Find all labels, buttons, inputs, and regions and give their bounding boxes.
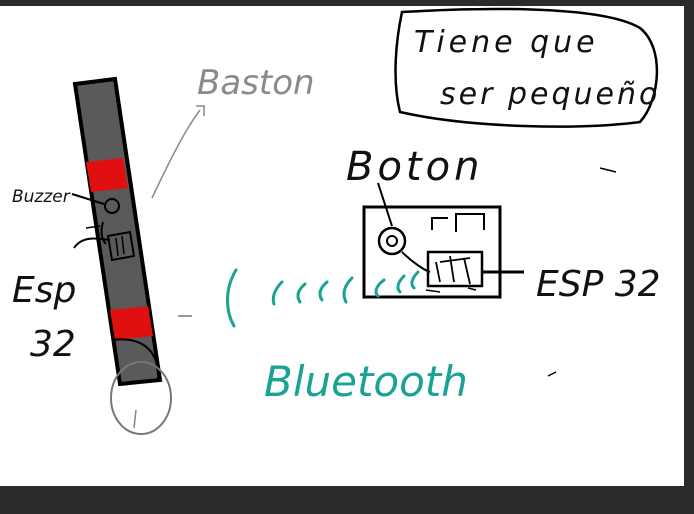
cane-red-band-top bbox=[86, 158, 128, 192]
esp-right-label: ESP 32 bbox=[536, 264, 661, 305]
stray-mark bbox=[599, 167, 617, 173]
bottom-frame bbox=[0, 486, 694, 514]
esp32-cane-component bbox=[73, 225, 136, 262]
button-wire bbox=[401, 251, 431, 273]
cane-red-band-bottom bbox=[110, 306, 153, 340]
cane-tip-mark bbox=[133, 409, 137, 429]
bluetooth-waves bbox=[226, 268, 420, 328]
baston-label: Baston bbox=[197, 63, 315, 103]
stray-mark bbox=[547, 371, 557, 377]
wave-2 bbox=[271, 280, 284, 306]
cane-rubber-tip bbox=[110, 361, 172, 435]
wave-7 bbox=[396, 274, 406, 294]
esp32-remote-box bbox=[426, 250, 484, 288]
boton-label: Boton bbox=[346, 144, 483, 190]
wave-4 bbox=[318, 280, 329, 302]
wave-8 bbox=[410, 270, 420, 290]
remote-box bbox=[362, 182, 524, 299]
cane bbox=[72, 76, 172, 435]
baston-arrow bbox=[151, 109, 201, 199]
baston-arrow-head bbox=[196, 105, 205, 116]
right-frame bbox=[684, 0, 694, 514]
button-inner-circle bbox=[386, 235, 398, 247]
wave-3 bbox=[296, 282, 307, 304]
buzzer-label: Buzzer bbox=[12, 187, 71, 207]
buzzer-pointer bbox=[71, 193, 105, 205]
note-bubble bbox=[394, 7, 659, 128]
buzzer-component bbox=[71, 193, 120, 245]
remote-box-outline bbox=[362, 205, 502, 299]
esp-left-label-line2: 32 bbox=[30, 324, 76, 365]
wave-1 bbox=[226, 268, 238, 328]
bluetooth-label: Bluetooth bbox=[264, 357, 468, 406]
esp32-cane-pointer bbox=[73, 237, 111, 249]
note-line-1: Tiene que bbox=[414, 25, 599, 60]
esp-left-label-line1: Esp bbox=[12, 270, 76, 311]
wave-5 bbox=[342, 276, 354, 304]
button-outer-circle bbox=[377, 226, 407, 256]
buzzer-circle bbox=[104, 198, 120, 214]
boton-pointer bbox=[377, 182, 393, 227]
cane-tip-line bbox=[111, 338, 160, 381]
remote-circuit-traces bbox=[431, 213, 485, 232]
wave-6 bbox=[374, 278, 386, 298]
note-line-2: ser pequeño bbox=[440, 77, 660, 112]
esp32-cane-box bbox=[106, 230, 136, 262]
